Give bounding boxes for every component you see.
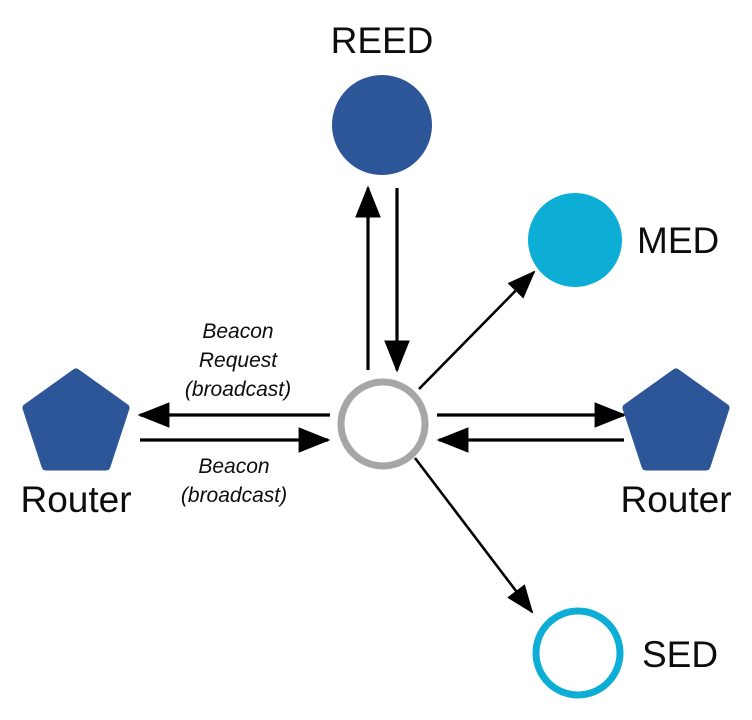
- node-router-right-label: Router: [620, 479, 731, 520]
- node-sed-circle[interactable]: [532, 607, 624, 699]
- edge-center-to-med-arrow: [418, 270, 536, 390]
- node-reed-label: REED: [331, 20, 434, 61]
- edge-label-beacon-request: Beacon Request (broadcast): [185, 320, 291, 401]
- edge-label-beacon-line-1: Beacon: [198, 455, 269, 478]
- edge-reed-center-group: [355, 185, 410, 373]
- node-reed-circle[interactable]: [332, 75, 432, 175]
- node-med-label: MED: [637, 220, 719, 261]
- edge-label-beacon-line-2: (broadcast): [181, 484, 287, 507]
- node-med-circle[interactable]: [528, 193, 622, 287]
- edge-center-router-left-group: [137, 402, 331, 453]
- edge-center-to-sed-arrow: [413, 457, 534, 614]
- edge-center-router-right-group: [436, 402, 627, 453]
- edge-label-beacon-request-line-3: (broadcast): [185, 378, 291, 401]
- node-router-right-pentagon[interactable]: [622, 368, 730, 471]
- edge-label-beacon: Beacon (broadcast): [181, 455, 287, 507]
- node-center-ring[interactable]: [337, 378, 429, 470]
- node-sed-label: SED: [642, 634, 718, 675]
- node-router-left-label: Router: [20, 479, 131, 520]
- edge-label-beacon-request-line-1: Beacon: [202, 320, 273, 343]
- node-router-left-pentagon[interactable]: [22, 368, 130, 471]
- edge-label-beacon-request-line-2: Request: [199, 349, 278, 372]
